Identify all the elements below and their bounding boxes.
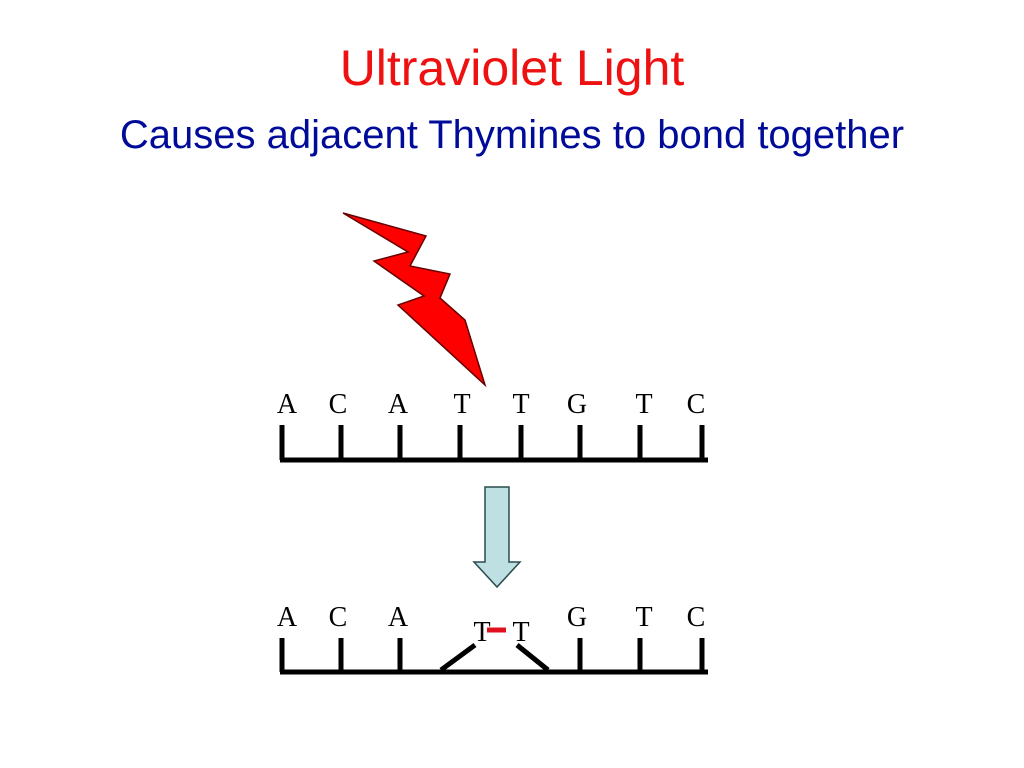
base-label: T xyxy=(453,389,470,420)
base-label: G xyxy=(567,389,587,420)
base-label: T xyxy=(635,602,652,633)
strand-after: A C A T T G T C xyxy=(277,602,708,675)
base-label: C xyxy=(329,602,348,633)
base-label: C xyxy=(687,389,706,420)
dimer-stick-left xyxy=(439,642,477,673)
down-arrow-icon xyxy=(472,486,522,589)
base-label: T xyxy=(635,389,652,420)
base-label: A xyxy=(388,602,409,633)
base-label: A xyxy=(277,389,298,420)
slide-subtitle: Causes adjacent Thymines to bond togethe… xyxy=(119,113,905,157)
base-label: A xyxy=(388,389,409,420)
strand-before: A C A T T G T C xyxy=(277,389,708,463)
lightning-bolt-icon xyxy=(342,212,487,388)
base-label: T xyxy=(512,617,529,648)
base-label: C xyxy=(329,389,348,420)
base-label: C xyxy=(687,602,706,633)
slide-title: Ultraviolet Light xyxy=(339,40,685,96)
base-label: T xyxy=(473,617,490,648)
base-label: A xyxy=(277,602,298,633)
base-label: G xyxy=(567,602,587,633)
base-label: T xyxy=(512,389,529,420)
dimer-stick-right xyxy=(515,643,550,672)
